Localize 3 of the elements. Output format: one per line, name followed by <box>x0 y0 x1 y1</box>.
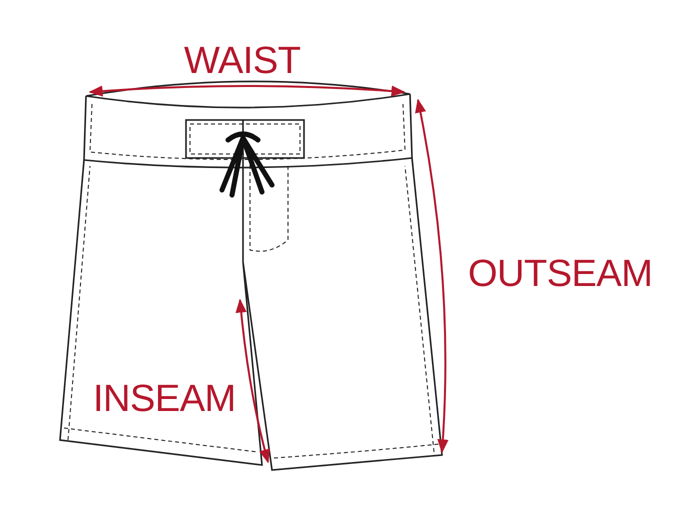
measurement-label: WAIST <box>184 42 300 80</box>
measurement-label: OUTSEAM <box>468 255 652 293</box>
measurement-label: INSEAM <box>93 380 236 418</box>
